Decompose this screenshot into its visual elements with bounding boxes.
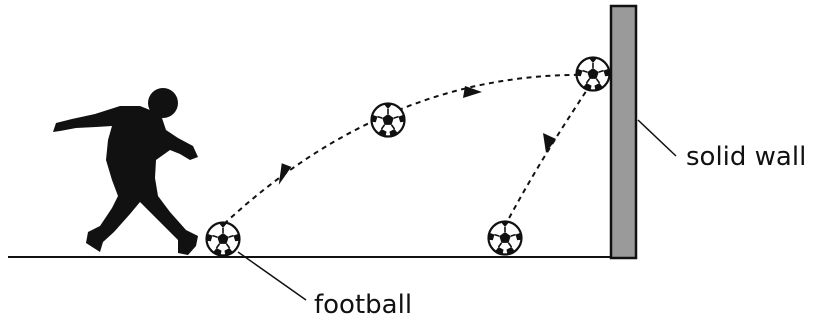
football-icon <box>370 102 406 138</box>
arrow-right-icon <box>463 86 482 98</box>
football-icon <box>205 221 241 257</box>
wall-leader-line <box>637 119 677 157</box>
trajectory-to-wall <box>223 73 594 225</box>
trajectory-rebound <box>506 83 592 223</box>
football-label: football <box>314 290 412 320</box>
solid-wall <box>609 4 638 260</box>
arrow-down-icon <box>543 133 556 153</box>
arrow-up-icon <box>278 163 292 185</box>
player-silhouette <box>53 88 198 255</box>
ball-leader-line <box>237 251 307 301</box>
football-icon <box>487 220 523 256</box>
football-icon <box>575 56 611 92</box>
wall-label: solid wall <box>686 142 806 172</box>
